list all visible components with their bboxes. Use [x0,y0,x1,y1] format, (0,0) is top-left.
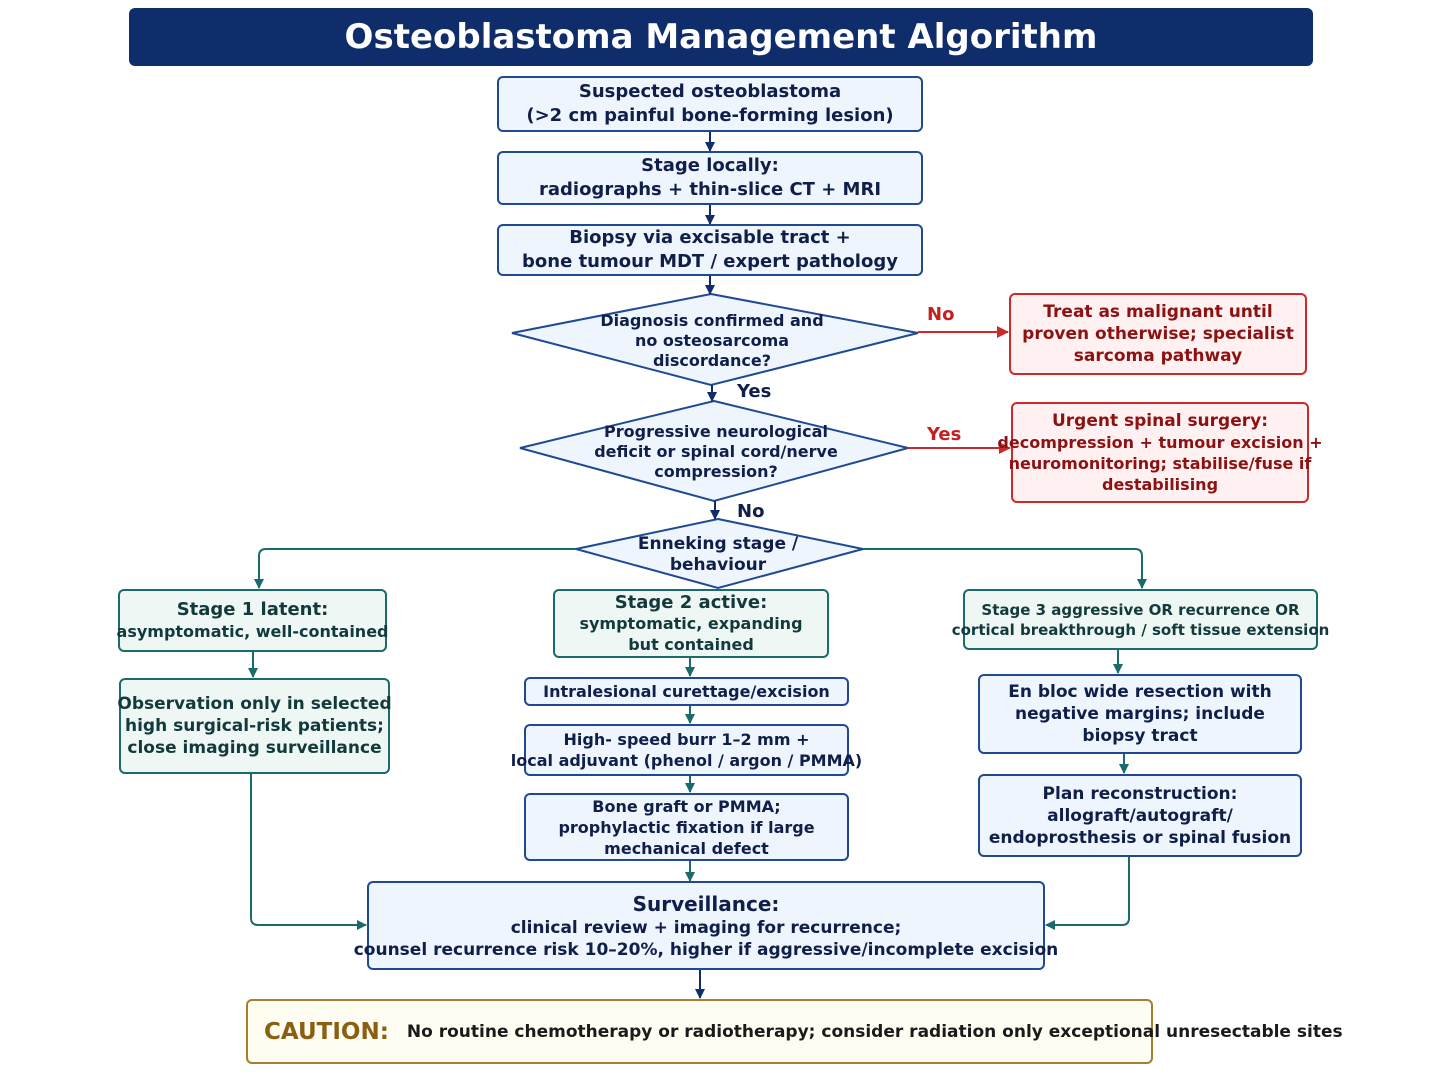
curettage-box: Intralesional curettage/excision [524,677,849,706]
suspected-osteoblastoma-box: Suspected osteoblastoma(>2 cm painful bo… [497,76,923,132]
enneking-question: Enneking stage /behaviour [637,534,799,575]
neuro-yes-label: Yes [927,424,962,445]
neuro-no-label: No [737,501,765,522]
bone-graft-box: Bone graft or PMMA;prophylactic fixation… [524,793,849,861]
stage-locally-box: Stage locally:radiographs + thin-slice C… [497,151,923,205]
stage1-latent-box: Stage 1 latent:asymptomatic, well-contai… [117,589,389,652]
reconstruction-box: Plan reconstruction:allograft/autograft/… [978,774,1302,857]
burr-adjuvant-box: High- speed burr 1–2 mm +local adjuvant … [511,724,862,776]
enneking-decision-diamond [575,517,864,590]
caution-banner: CAUTION: No routine chemotherapy or radi… [246,999,1343,1064]
biopsy-box: Biopsy via excisable tract +bone tumour … [497,224,923,276]
urgent-spinal-surgery-box: Urgent spinal surgery:decompression + tu… [997,402,1323,503]
caution-text: No routine chemotherapy or radiotherapy;… [406,1021,1343,1042]
diagnosis-no-label: No [927,304,955,325]
diagnosis-yes-label: Yes [737,381,772,402]
surveillance-box: Surveillance:clinical review + imaging f… [354,881,1058,970]
page-title: Osteoblastoma Management Algorithm [129,8,1313,66]
caution-label: CAUTION: [264,1018,389,1045]
